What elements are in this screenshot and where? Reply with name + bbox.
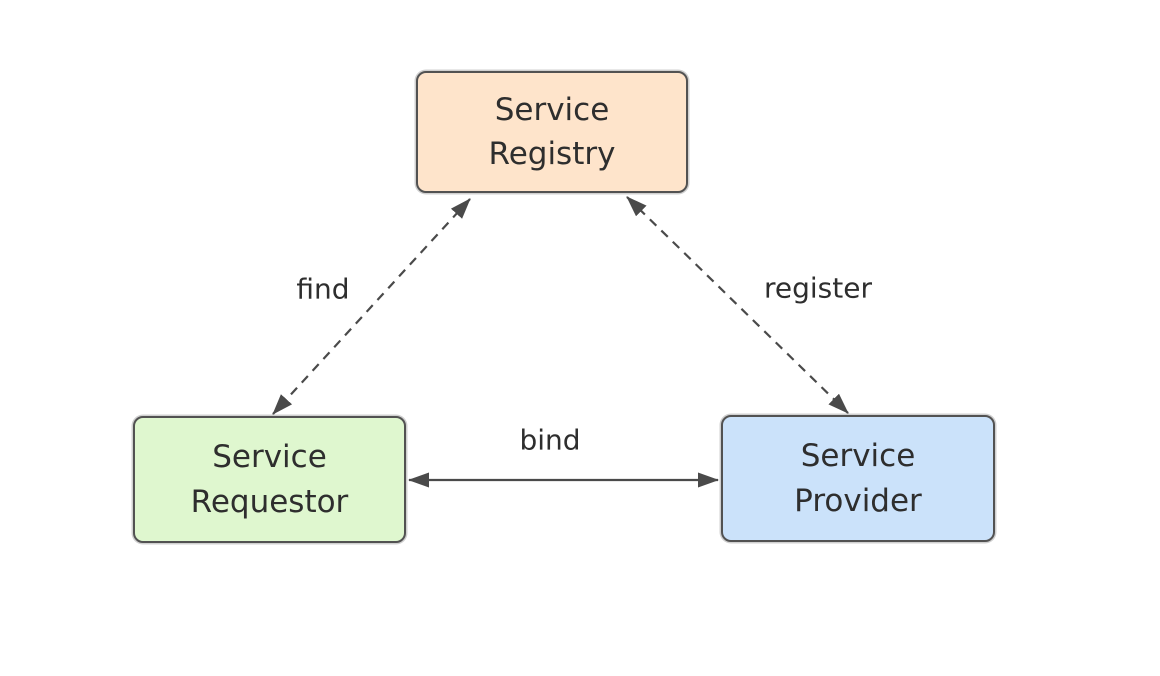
- node-service-provider: Service Provider: [721, 415, 995, 542]
- edge-find-line: [272, 198, 471, 415]
- edge-register-line: [626, 196, 849, 414]
- edge-label-register: register: [764, 271, 872, 305]
- node-service-registry: Service Registry: [416, 71, 688, 193]
- edge-label-find: find: [296, 272, 350, 306]
- node-service-requestor: Service Requestor: [133, 416, 406, 543]
- edge-label-bind: bind: [519, 423, 581, 457]
